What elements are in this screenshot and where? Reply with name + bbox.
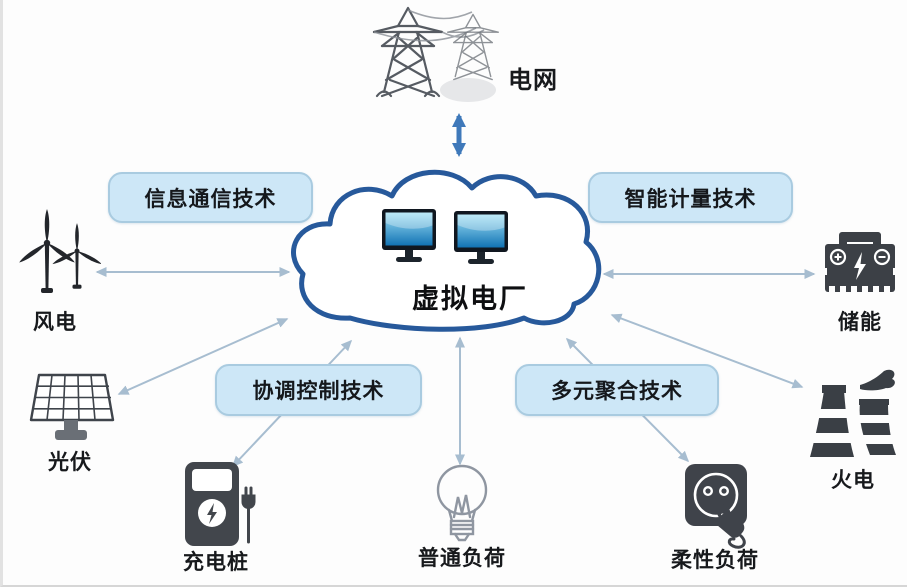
cloud-title: 虚拟电厂	[412, 284, 528, 314]
tech-box-smart-metering: 智能计量技术	[588, 172, 793, 223]
tech-box-info-comm-label: 信息通信技术	[144, 187, 277, 211]
arrow-solar-cloud	[117, 318, 289, 395]
wind-label: 风电	[33, 311, 77, 334]
ordinary-load-label: 普通负荷	[418, 547, 506, 570]
battery-icon	[823, 232, 897, 292]
charging-pile-icon	[185, 462, 256, 546]
storage-label: 储能	[838, 311, 882, 334]
flexible-load-label: 柔性负荷	[671, 549, 759, 572]
wind-turbine-icon	[19, 209, 101, 293]
tech-box-coordination-control-label: 协调控制技术	[252, 380, 385, 403]
monitor-icon	[454, 211, 508, 264]
grid-label: 电网	[508, 67, 558, 94]
tech-box-multi-aggregation: 多元聚合技术	[515, 364, 719, 416]
solar-panel-icon	[29, 373, 115, 440]
thermal-label: 火电	[831, 469, 875, 492]
tech-box-info-comm: 信息通信技术	[108, 172, 313, 223]
cloud-shape	[291, 169, 602, 332]
tech-box-multi-aggregation-label: 多元聚合技术	[551, 380, 683, 403]
socket-plug-icon	[685, 464, 747, 549]
arrow-cloud-thermal	[610, 313, 804, 389]
cooling-tower-icon	[810, 369, 896, 457]
transmission-tower-icon	[372, 6, 499, 102]
charger-label: 充电桩	[183, 551, 249, 574]
monitor-icon	[382, 209, 436, 262]
tech-box-coordination-control: 协调控制技术	[215, 364, 422, 416]
tech-box-smart-metering-label: 智能计量技术	[624, 187, 757, 211]
light-bulb-icon	[436, 464, 488, 542]
solar-label: 光伏	[48, 451, 92, 474]
